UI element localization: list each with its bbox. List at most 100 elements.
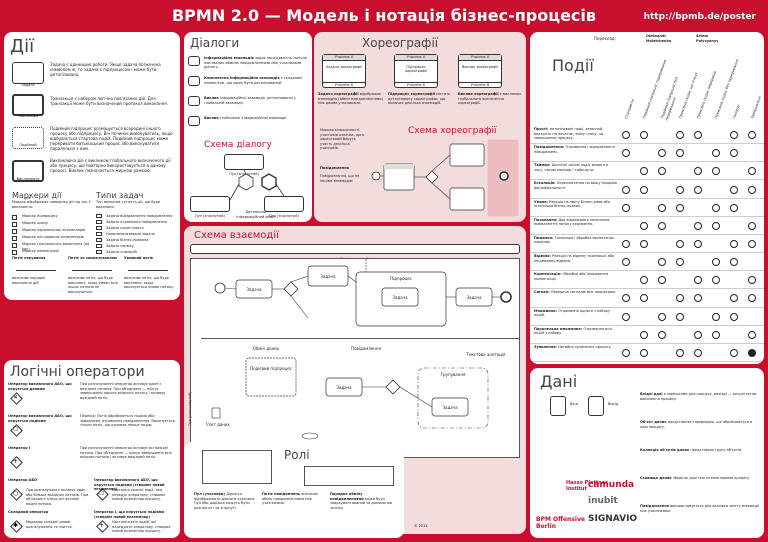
data-item: Повідомлення використовується для вказів… [640,504,760,513]
event-icon [712,221,720,230]
choreo-item-title: Виклик хореографії [458,92,500,96]
choreo-subprocess-shape: Учасник А Підпроцес хореографії Учасник … [394,54,438,88]
event-row-desc: нетипізовані події, зазвичай вказують на… [534,127,604,140]
sequence-flow [290,275,309,283]
dialog-pool-2-label: Пул (згорнутий) [195,214,225,218]
choreo-panel: Хореографії Учасник А Задача хореографії… [314,32,526,222]
event-icon [640,185,648,194]
event-icon [730,312,738,321]
event-row-name: Ескалація: [534,181,557,186]
sponsor-logo: camunda [588,480,635,490]
event-icon [730,276,738,284]
task-type-item: Неавтоматизована задача [106,232,155,236]
task-type-item: Задача-сценарій [106,250,137,254]
event-row-name: Множинна: [534,308,559,313]
event-icon [694,330,702,339]
collab-event-subprocess [245,357,297,397]
event-icon [748,221,756,230]
choreo-diagram [371,139,519,217]
dialog-item-title: Виклик [204,96,221,100]
event-row: Помилка: Генерація і обробка визначених … [530,235,764,254]
collab-gateway-2 [385,379,401,395]
task-type-icon [96,232,102,236]
event-icon [748,149,756,157]
event-icon [622,239,630,248]
event-row-text: Таймер: Циклічні часові події, моменти ч… [534,163,618,172]
event-icon [694,149,702,157]
marker-icon [12,228,17,234]
gateway-text: Моделює складні умови розгалуження та зл… [26,520,73,529]
event-subprocess-shape: Подійний підпроцес [12,127,44,166]
dialog-hexagon-icon [188,76,200,86]
event-icon [622,149,630,158]
event-icon [640,294,648,303]
gateway-text: Перехід: Потік обробляється подією або з… [80,414,175,427]
event-icon [748,204,756,212]
flow-title: Потік керування [12,256,46,260]
event-icon [712,258,720,267]
role-item-text: може бути задокументований за допомогою … [330,496,392,510]
event-icon [712,330,720,339]
marker-icon [12,235,17,241]
event-row-desc: Передача сигналів між процесами. [550,290,616,295]
event-row-desc: Негайне зупинення процесу. [558,344,612,349]
event-row-name: Компенсація: [534,272,563,277]
collab-data-exchange-label: Обмін даних [253,346,280,351]
task-type-icon [96,238,102,242]
task-type-item: Задача відправлення повідомлення [106,214,173,218]
flow-text: визначає потік, що буде виконано, якщо у… [68,276,118,294]
event-icon [748,276,756,285]
data-item: Об'єкт даних представляє інформацію, що … [640,420,760,429]
data-output-label: Вихід [608,402,619,406]
poster-url[interactable]: http://bpmb.de/poster [643,12,756,22]
event-icon [658,131,666,139]
dialog-conv-label: Детальний інформаційний обмін [236,210,276,219]
task-type-icon [96,214,102,218]
task-type-item: Задача сервісу [106,244,134,248]
flow-text: визначає потік, що буде виконано, якщо в… [124,276,175,289]
event-icon [622,131,630,140]
event-icon [640,348,648,357]
event-icon [676,276,684,284]
call-activity-label: Викликаюча дія [16,177,40,200]
collab-task-1-label: Задача [246,287,262,292]
gateway-symbol: ✱ [13,522,19,529]
collab-message-label: Повідомлення [351,346,381,351]
poster-header: BPMN 2.0 — Модель і нотація бізнес-проце… [0,0,768,30]
event-icon [622,312,630,321]
choreo-note-1: Маркер множинності учасників означає, що… [320,128,365,150]
translation-label: Переклад: [594,36,617,41]
gateway-text: При розгалуженні оператор активує один з… [80,382,166,400]
event-icon [712,276,720,285]
collab-subprocess-label: Підпроцес [390,276,412,281]
event-row-name: Зупинення: [534,344,559,349]
flow-text: визначає порядок виконання дій. [12,276,46,285]
choreo-sub-participant-b: Учасник Б [395,81,437,88]
event-icon [676,348,684,357]
event-icon [640,313,648,321]
event-row-text: Відміна: Реакція на відміну транзакції а… [534,254,618,263]
collab-group [417,367,489,429]
event-icon [658,203,666,212]
event-icon [676,239,684,248]
event-icon [712,203,720,212]
role-item-title: Порядок обміну повідомленнями [330,492,365,501]
event-icon [676,203,684,212]
choreo-task-name: Задача хореографії [325,64,363,69]
dialog-item: Інформаційна взаємодія задає послідовніс… [204,56,308,70]
event-icon [640,239,648,248]
dialog-pool-3: Пул (згорнутий) [264,196,304,218]
dialog-pool-2: Пул (згорнутий) [190,196,230,218]
event-row-text: Паралельна множинна: Отримання всіх поді… [534,327,618,336]
data-item-text: представляє інформацію, що оброблюється … [640,420,753,429]
event-icon [658,312,666,321]
event-icon [658,276,666,285]
choreo-title: Хореографії [362,36,439,50]
event-icon [640,221,648,230]
dialog-pool-1-label: Пул (згорнутий) [229,172,259,176]
data-item-title: Повідомлення [640,504,671,508]
collab-task-4-label: Задача [466,295,482,300]
collab-lane-1 [201,259,519,339]
